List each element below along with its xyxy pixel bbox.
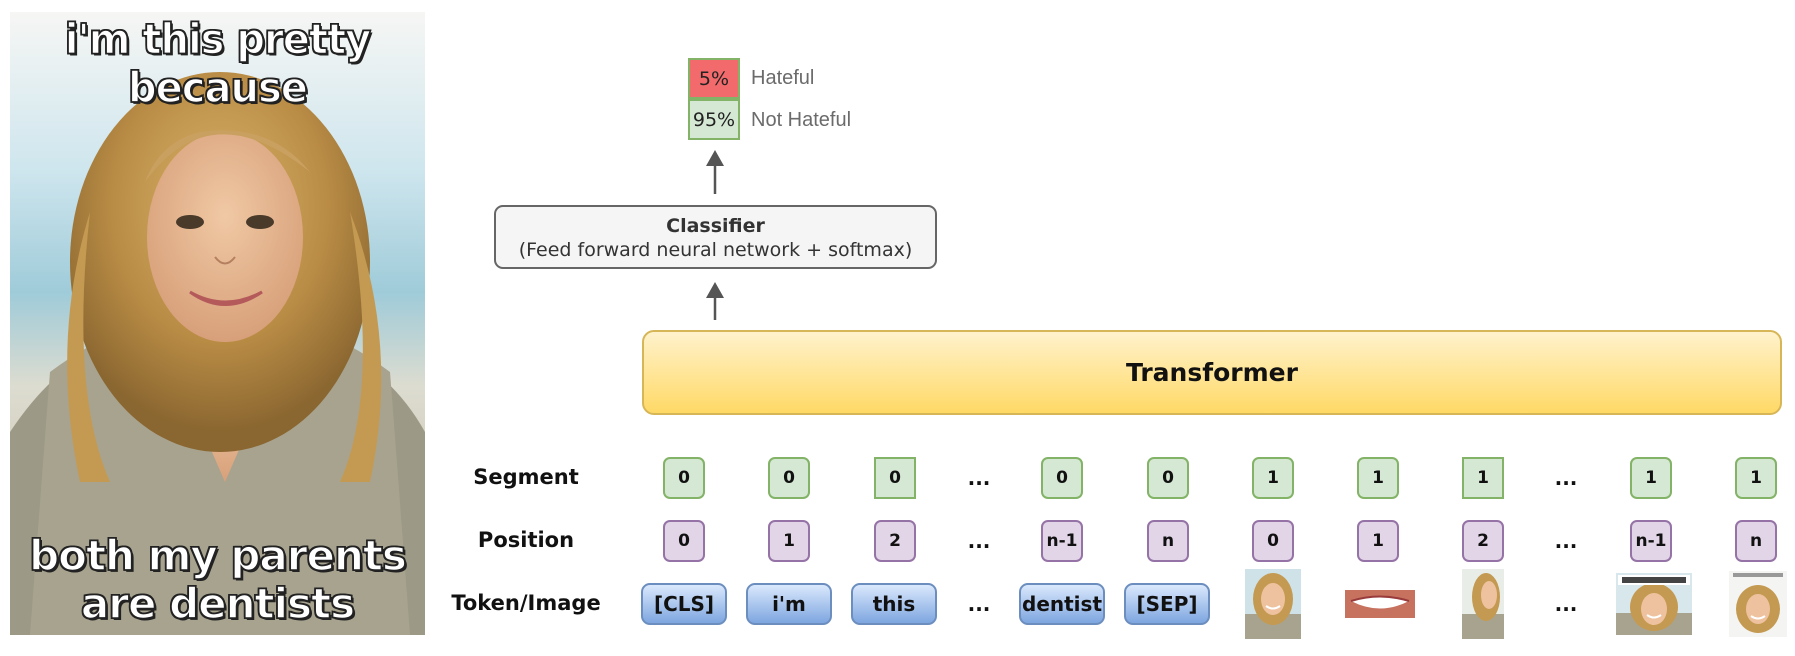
position-embedding: 2 — [874, 520, 916, 562]
image-token-face-2 — [1729, 571, 1787, 637]
segment-embedding: 1 — [1357, 457, 1399, 499]
meme-bottom-line-1: both my parents — [28, 531, 407, 581]
segment-embedding: 0 — [1041, 457, 1083, 499]
segment-row-label: Segment — [473, 465, 579, 489]
segment-embedding: 1 — [1462, 457, 1504, 499]
segment-embedding: 0 — [768, 457, 810, 499]
image-token-face — [1245, 569, 1301, 639]
classifier-box: Classifier (Feed forward neural network … — [494, 205, 937, 269]
position-embedding: 0 — [1252, 520, 1294, 562]
segment-ellipsis: ... — [967, 466, 991, 490]
position-ellipsis: ... — [1554, 529, 1578, 553]
arrowhead-classifier — [706, 282, 724, 298]
meme-photo — [10, 12, 425, 635]
position-embedding: 1 — [768, 520, 810, 562]
image-token-ellipsis: ... — [1554, 592, 1578, 616]
segment-embedding: 1 — [1252, 457, 1294, 499]
classifier-title: Classifier — [666, 215, 765, 237]
segment-embedding: 0 — [663, 457, 705, 499]
hateful-label: Hateful — [751, 67, 815, 89]
position-embedding: n — [1735, 520, 1777, 562]
position-row-label: Position — [477, 528, 575, 552]
segment-ellipsis: ... — [1554, 466, 1578, 490]
position-embedding: n — [1147, 520, 1189, 562]
hateful-probability: 5% — [688, 58, 740, 99]
classifier-subtitle: (Feed forward neural network + softmax) — [518, 239, 913, 261]
token-row-label: Token/Image — [451, 591, 601, 615]
meme-image: i'm this pretty because both my parents … — [10, 12, 425, 635]
text-token-sep: [SEP] — [1124, 583, 1210, 625]
image-token-caption — [1616, 573, 1692, 635]
meme-bottom-caption: both my parents are dentists — [10, 531, 425, 629]
text-token: dentist — [1019, 583, 1105, 625]
image-token-teeth — [1345, 590, 1415, 618]
not-hateful-label: Not Hateful — [751, 109, 852, 131]
text-token: this — [851, 583, 937, 625]
position-ellipsis: ... — [967, 529, 991, 553]
not-hateful-probability: 95% — [688, 99, 740, 140]
segment-embedding: 0 — [874, 457, 916, 499]
transformer-box: Transformer — [642, 330, 1782, 415]
position-embedding: 1 — [1357, 520, 1399, 562]
text-token: i'm — [746, 583, 832, 625]
image-token-side — [1462, 569, 1504, 639]
token-ellipsis: ... — [967, 592, 991, 616]
text-token-cls: [CLS] — [641, 583, 727, 625]
meme-bottom-line-2: are dentists — [80, 579, 356, 629]
position-embedding: 0 — [663, 520, 705, 562]
position-embedding: n-1 — [1041, 520, 1083, 562]
segment-embedding: 1 — [1630, 457, 1672, 499]
segment-embedding: 1 — [1735, 457, 1777, 499]
arrowhead-output — [706, 150, 724, 166]
meme-top-caption: i'm this pretty because — [64, 15, 372, 113]
position-embedding: n-1 — [1630, 520, 1672, 562]
position-embedding: 2 — [1462, 520, 1504, 562]
segment-embedding: 0 — [1147, 457, 1189, 499]
